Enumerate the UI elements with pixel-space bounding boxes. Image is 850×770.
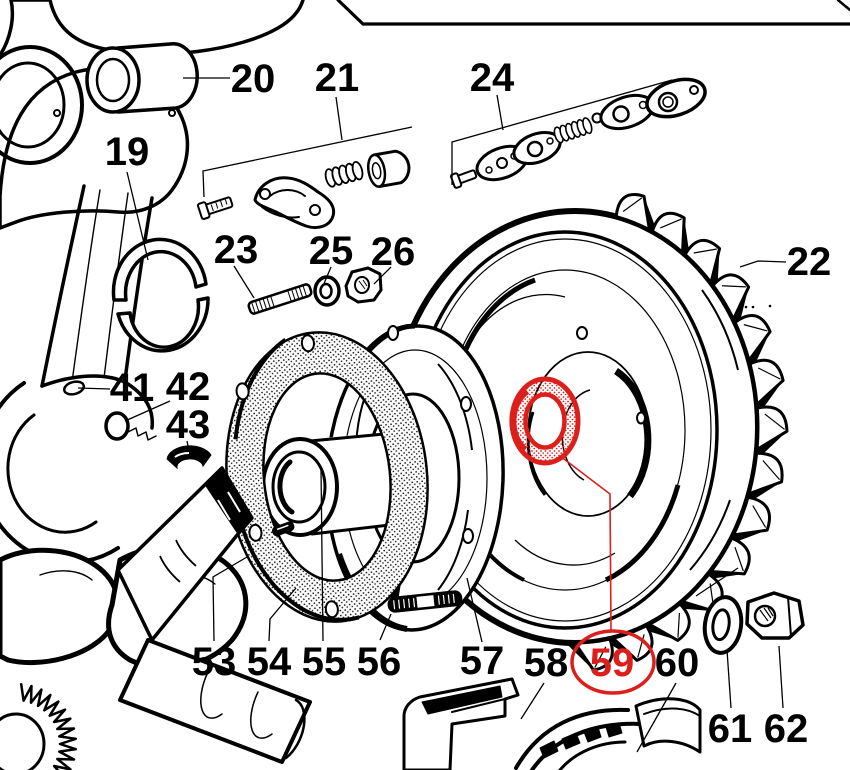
leader-53 (212, 556, 248, 642)
part-label-60[interactable]: 60 (655, 641, 700, 685)
part-label-53[interactable]: 53 (192, 640, 237, 684)
assembly-21 (196, 149, 411, 230)
leader-56 (379, 613, 392, 641)
part-label-58[interactable]: 58 (524, 641, 569, 685)
part-label-57[interactable]: 57 (460, 639, 505, 683)
bracket-24 (451, 79, 673, 185)
part-label-26[interactable]: 26 (371, 230, 416, 274)
leader-60 (636, 682, 677, 753)
nut-26 (344, 266, 383, 304)
bracket-21 (202, 126, 413, 198)
part-label-20[interactable]: 20 (231, 57, 276, 101)
part-label-59[interactable]: 59 (590, 641, 635, 685)
stud-56 (387, 590, 463, 613)
part-label-62[interactable]: 62 (764, 707, 809, 751)
ring-42 (104, 411, 130, 441)
piston-connecting-rod-crankshaft (0, 0, 312, 770)
leader-22 (739, 260, 787, 268)
leader-43 (186, 440, 190, 452)
starter-motor-assembly (402, 677, 702, 770)
spring-24 (553, 117, 593, 144)
flywheel-cooling-fins (565, 193, 789, 672)
gasket-53 (225, 331, 429, 623)
leader-61 (726, 649, 732, 709)
leader-21 (335, 96, 343, 141)
part-label-22[interactable]: 22 (787, 240, 832, 284)
leader-58 (520, 682, 545, 720)
spring-21 (324, 160, 364, 188)
leader-41 (77, 387, 111, 390)
highlight-circle-59 (570, 629, 656, 695)
oil-seal-59-highlight[interactable] (509, 376, 581, 466)
bearing-shells-19 (111, 237, 210, 353)
leader-57 (466, 577, 483, 643)
washer-61 (702, 595, 744, 655)
leader-26 (373, 266, 392, 285)
leader-19 (126, 171, 149, 261)
part-label-25[interactable]: 25 (309, 229, 354, 273)
gasket-holes (235, 334, 339, 619)
part-label-41[interactable]: 41 (110, 366, 155, 410)
washer-25 (313, 275, 341, 307)
leader-23 (233, 265, 255, 299)
woodruff-key-54 (271, 521, 295, 537)
part-label-19[interactable]: 19 (105, 130, 150, 174)
leader-59 (559, 455, 612, 631)
part-label-24[interactable]: 24 (470, 56, 515, 100)
half-shim-43 (166, 445, 212, 470)
leader-24 (496, 94, 504, 131)
leader-42 (124, 400, 171, 422)
crank-nose-front-segment (116, 466, 254, 642)
part-label-54[interactable]: 54 (247, 640, 292, 684)
part-label-23[interactable]: 23 (214, 228, 259, 272)
tappet-21 (366, 149, 411, 189)
leader-55 (320, 467, 324, 642)
rod-cap-dowel-41 (62, 380, 86, 396)
leader-54 (268, 587, 297, 642)
part-label-56[interactable]: 56 (357, 640, 402, 684)
part-label-42[interactable]: 42 (166, 365, 211, 409)
part-label-61[interactable]: 61 (708, 707, 753, 751)
assembly-24 (450, 77, 707, 189)
nut-62 (745, 591, 805, 640)
leader-25 (322, 266, 332, 287)
part-label-21[interactable]: 21 (315, 56, 360, 100)
crankshaft-nose-55 (261, 428, 422, 537)
leader-62 (778, 645, 784, 709)
part-label-43[interactable]: 43 (166, 403, 211, 447)
part-label-55[interactable]: 55 (302, 640, 347, 684)
crankcase-boundary-line (336, 0, 850, 26)
stud-23 (247, 283, 313, 315)
small-end-bushing-20 (85, 42, 199, 114)
